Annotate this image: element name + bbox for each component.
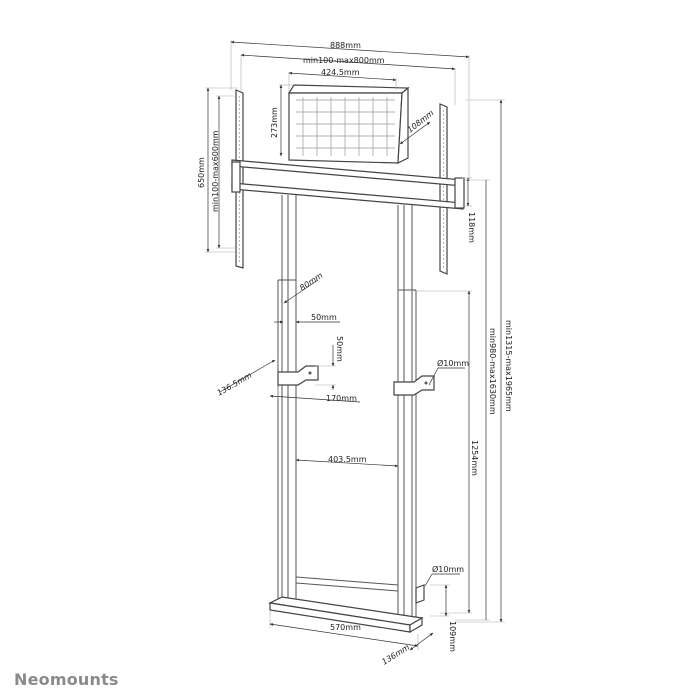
svg-text:Ø10mm: Ø10mm	[432, 564, 464, 574]
column-left	[277, 195, 297, 605]
svg-text:136.5mm: 136.5mm	[216, 371, 254, 398]
vesa-arm-right	[439, 103, 448, 275]
svg-text:273mm: 273mm	[270, 107, 279, 138]
svg-text:min1315-max1965mm: min1315-max1965mm	[504, 320, 513, 412]
svg-text:109mm: 109mm	[448, 621, 457, 652]
svg-text:50mm: 50mm	[311, 313, 337, 322]
column-right	[397, 205, 417, 620]
svg-text:888mm: 888mm	[330, 41, 361, 50]
svg-text:118mm: 118mm	[467, 212, 476, 243]
svg-text:80mm: 80mm	[298, 271, 325, 293]
svg-text:Ø10mm: Ø10mm	[437, 358, 469, 368]
svg-text:1254mm: 1254mm	[470, 440, 479, 476]
svg-text:108mm: 108mm	[406, 108, 436, 134]
svg-text:min100-max600mm: min100-max600mm	[211, 130, 220, 212]
brand-logo: Neomounts	[14, 670, 119, 689]
svg-text:650mm: 650mm	[197, 157, 206, 188]
svg-text:424.5mm: 424.5mm	[321, 68, 360, 77]
svg-text:170mm: 170mm	[326, 394, 357, 403]
svg-text:570mm: 570mm	[330, 623, 361, 632]
wall-bracket-left	[277, 365, 319, 386]
svg-text:50mm: 50mm	[335, 336, 344, 362]
svg-text:403.5mm: 403.5mm	[328, 455, 367, 464]
svg-text:min100-max800mm: min100-max800mm	[303, 56, 385, 65]
svg-text:136mm: 136mm	[380, 643, 411, 667]
wall-bracket-right	[393, 375, 435, 396]
svg-text:min980-max1630mm: min980-max1630mm	[488, 328, 497, 415]
accessory-shelf	[287, 84, 410, 164]
crossbars	[231, 159, 465, 210]
